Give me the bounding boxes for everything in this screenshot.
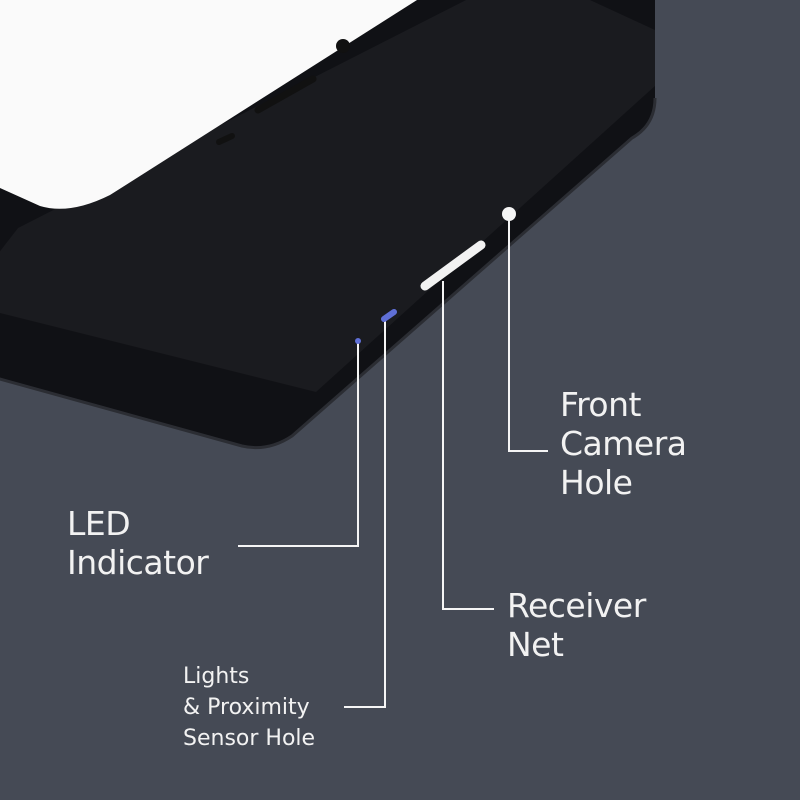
front-camera-hole [502, 207, 516, 221]
receiver-net-label: Receiver Net [507, 586, 646, 665]
sensor-hole-label-line-3: Sensor Hole [183, 726, 316, 752]
sensor-hole-label: Lights & Proximity Sensor Hole [183, 661, 315, 755]
receiver-net [420, 240, 486, 291]
white-screen-panel [0, 0, 418, 209]
receiver-net-label-line-2: Net [507, 624, 564, 664]
receiver-net-label-line-1: Receiver [507, 586, 646, 625]
led-indicator-label-line-1: LED [67, 504, 131, 543]
led-indicator-label-line-2: Indicator [67, 542, 209, 582]
led-indicator-dot [355, 338, 361, 344]
phone-bezel-edge [0, 97, 657, 450]
screen-earpiece-slot [254, 75, 317, 114]
front-camera-label-line-1: Front [560, 385, 641, 424]
led-indicator-label: LED Indicator [67, 504, 209, 583]
sensor-hole-label-line-1: Lights [183, 664, 250, 689]
display-area [0, 0, 655, 392]
proximity-sensor-hole [381, 309, 397, 322]
front-camera-label-line-2: Camera [560, 423, 687, 463]
front-camera-label: Front Camera Hole [560, 385, 687, 503]
sensor-hole-label-line-2: & Proximity [183, 695, 310, 721]
screen-sensor-slot [216, 133, 235, 145]
front-camera-label-line-3: Hole [560, 462, 633, 502]
screen-camera-dot [336, 39, 350, 53]
